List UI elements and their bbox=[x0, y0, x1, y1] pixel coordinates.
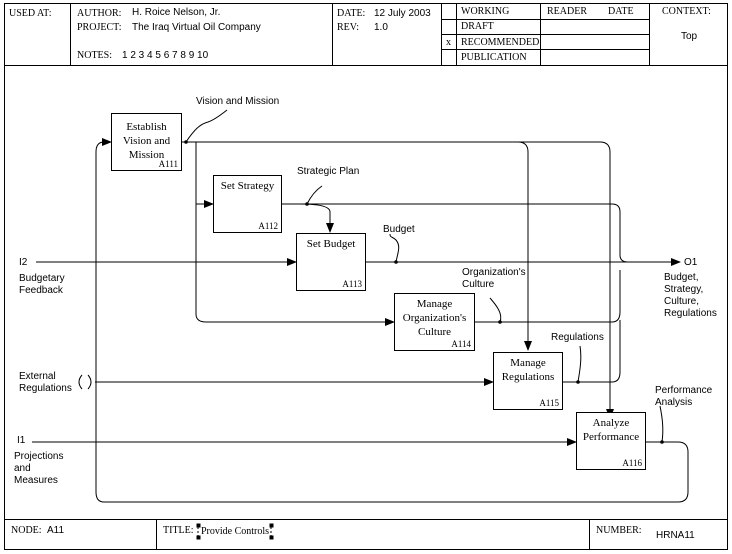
status-mark-recommended: x bbox=[446, 37, 451, 48]
title-handle bbox=[196, 535, 201, 540]
author-value: H. Roice Nelson, Jr. bbox=[132, 7, 221, 18]
input-i2-label: Budgetary Feedback bbox=[19, 273, 65, 296]
label-performance-analysis: Performance Analysis bbox=[655, 385, 713, 408]
status-draft: DRAFT bbox=[461, 21, 494, 32]
status-publication: PUBLICATION bbox=[461, 52, 527, 63]
activity-title: Set Strategy bbox=[220, 180, 275, 192]
notes-numbers: 1 2 3 4 5 6 7 8 9 10 bbox=[122, 50, 209, 61]
author-label: AUTHOR: bbox=[77, 8, 122, 19]
rev-label: REV: bbox=[337, 22, 360, 33]
input-i2-code: I2 bbox=[19, 257, 28, 268]
activity-number: A113 bbox=[342, 279, 362, 289]
activity-box-a114[interactable]: Manage Organization's Culture A114 bbox=[394, 293, 475, 351]
date-value: 12 July 2003 bbox=[374, 8, 431, 19]
node-value: A11 bbox=[47, 525, 65, 536]
notes-label: NOTES: bbox=[77, 50, 112, 61]
number-label: NUMBER: bbox=[596, 525, 642, 536]
project-label: PROJECT: bbox=[77, 22, 122, 33]
activity-title: Set Budget bbox=[306, 238, 356, 250]
title-label: TITLE: bbox=[163, 525, 194, 536]
context-label: CONTEXT: bbox=[662, 6, 711, 17]
activity-number: A115 bbox=[539, 398, 559, 408]
label-budget: Budget bbox=[383, 224, 415, 235]
activity-box-a111[interactable]: Establish Vision and Mission A111 bbox=[111, 113, 182, 171]
output-o1-label: Budget, Strategy, Culture, Regulations bbox=[664, 272, 717, 319]
activity-title: Establish Vision and Mission bbox=[122, 121, 171, 161]
activity-title: Manage Organization's Culture bbox=[402, 298, 467, 338]
used-at-label: USED AT: bbox=[9, 8, 52, 19]
context-value: Top bbox=[681, 31, 698, 42]
input-i1-code: I1 bbox=[17, 435, 26, 446]
activity-box-a112[interactable]: Set Strategy A112 bbox=[213, 175, 282, 233]
activity-number: A116 bbox=[622, 458, 642, 468]
activity-number: A112 bbox=[258, 221, 278, 231]
activity-box-a116[interactable]: Analyze Performance A116 bbox=[576, 412, 646, 470]
date-label: DATE: bbox=[337, 8, 366, 19]
label-regulations: Regulations bbox=[551, 332, 604, 343]
activity-title: Analyze Performance bbox=[582, 417, 640, 443]
status-recommended: RECOMMENDED bbox=[461, 37, 540, 48]
label-organizations-culture: Organization's Culture bbox=[462, 267, 526, 290]
rev-value: 1.0 bbox=[374, 22, 388, 33]
title-handle bbox=[196, 523, 201, 528]
label-vision-and-mission: Vision and Mission bbox=[196, 96, 280, 107]
activity-box-a115[interactable]: Manage Regulations A115 bbox=[493, 352, 563, 410]
activity-number: A114 bbox=[451, 339, 471, 349]
input-external-regulations: External Regulations bbox=[19, 371, 72, 394]
title-handle bbox=[269, 523, 274, 528]
status-working: WORKING bbox=[461, 6, 510, 17]
reader-date-label: DATE bbox=[608, 6, 634, 17]
activity-title: Manage Regulations bbox=[501, 357, 555, 383]
node-label: NODE: bbox=[11, 525, 42, 536]
input-i1-label: Projections and Measures bbox=[14, 451, 64, 486]
label-strategic-plan: Strategic Plan bbox=[297, 166, 360, 177]
number-value: HRNA11 bbox=[656, 530, 695, 541]
title-handle bbox=[269, 535, 274, 540]
diagram-title[interactable]: Provide Controls bbox=[201, 526, 270, 537]
reader-label: READER bbox=[547, 6, 587, 17]
activity-number: A111 bbox=[158, 159, 178, 169]
project-value: The Iraq Virtual Oil Company bbox=[132, 22, 261, 33]
activity-box-a113[interactable]: Set Budget A113 bbox=[296, 233, 366, 291]
output-o1-code: O1 bbox=[684, 257, 698, 268]
